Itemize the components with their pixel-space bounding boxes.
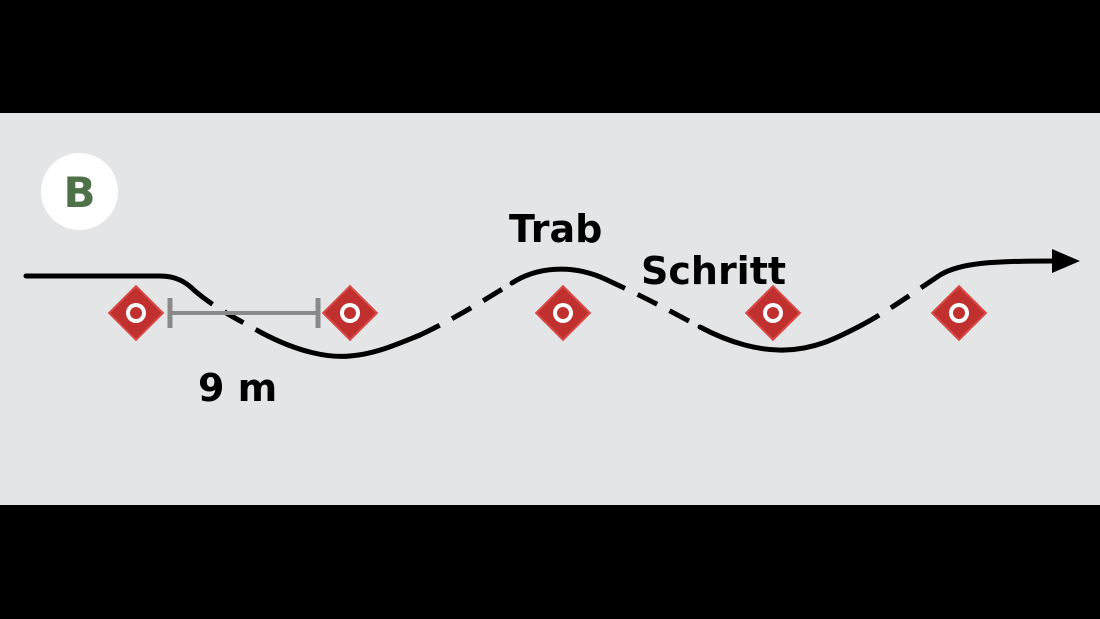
marker-4	[744, 284, 802, 342]
path-solid-end	[937, 258, 1058, 278]
gait-label-walk: Schritt	[641, 249, 787, 293]
marker-1	[107, 284, 165, 342]
path-solid-crest	[509, 266, 608, 286]
path-solid-start	[23, 273, 198, 294]
course-diagram-panel: B	[0, 113, 1100, 505]
distance-measure-bar	[167, 298, 321, 328]
marker-2	[321, 284, 379, 342]
section-badge: B	[41, 153, 118, 230]
path-dashed-3	[603, 276, 702, 330]
course-drawing	[23, 249, 1080, 359]
letterbox-bottom	[0, 505, 1100, 619]
section-badge-letter: B	[63, 167, 96, 217]
distance-label: 9 m	[198, 366, 278, 410]
path-solid-trough-2	[697, 323, 863, 353]
letterbox-top	[0, 0, 1100, 113]
gait-label-trot: Trab	[509, 207, 603, 251]
path-dashed-2	[418, 280, 514, 338]
marker-3	[534, 284, 592, 342]
marker-5	[930, 284, 988, 342]
path-solid-trough-1	[259, 330, 423, 359]
path-dashed-4	[858, 272, 942, 329]
arrowhead-icon	[1052, 249, 1080, 273]
